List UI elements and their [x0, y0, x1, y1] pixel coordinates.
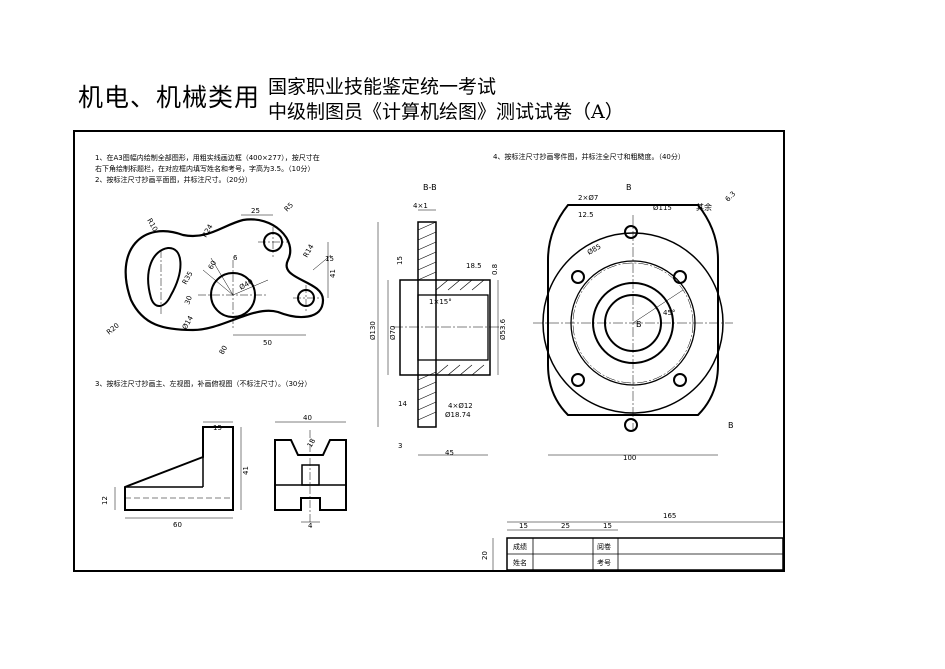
dim-phi115: Ø115	[653, 204, 672, 212]
dim-r20: R20	[105, 322, 121, 337]
question-2: 2、按标注尺寸抄画平面图，并标注尺寸。（20分）	[95, 175, 252, 184]
roughness-main: 6.3	[724, 190, 738, 204]
front-view	[114, 421, 242, 519]
dim-phi70: Ø70	[389, 326, 397, 340]
center-mark-b: B	[636, 320, 642, 329]
side-view	[274, 421, 347, 523]
dim-30: 30	[183, 295, 194, 306]
question-3: 3、按标注尺寸抄画主、左视图，补画俯视图（不标注尺寸）。（30分）	[95, 379, 311, 388]
holes-top-note: 2×Ø7	[578, 194, 598, 202]
section-mark-b-bottom: B	[728, 421, 734, 430]
tb-exam-no-label: 考号	[597, 559, 611, 567]
dim-18.5: 18.5	[466, 262, 482, 270]
plane-figure	[124, 214, 332, 336]
dim-h14: 14	[398, 400, 407, 408]
title-block	[492, 521, 784, 571]
tb-grader-label: 阅卷	[597, 542, 611, 551]
technical-drawing: 1、在A3图幅内绘制全部图形，用粗实线画边框（400×277），按尺寸在 右下角…	[95, 152, 784, 571]
tb-name-label: 姓名	[513, 558, 527, 567]
tb-width-1: 15	[519, 522, 528, 530]
dim-h15: 15	[396, 256, 404, 265]
question-4: 4、按标注尺寸抄画零件图，并标注全尺寸和粗糙度。（40分）	[493, 152, 685, 161]
dim-15: 15	[325, 255, 334, 263]
dim-r24: R24	[201, 223, 215, 239]
tb-score-label: 成绩	[513, 542, 527, 551]
exam-title-line1: 国家职业技能鉴定统一考试	[268, 76, 497, 98]
section-view	[377, 209, 503, 456]
dim-6: 6	[233, 254, 238, 262]
dim-80: 80	[218, 344, 229, 356]
section-mark-b-top: B	[626, 183, 632, 192]
dim-view-41: 41	[242, 466, 250, 475]
drawing-sheet-border	[73, 130, 785, 572]
dim-view-40: 40	[303, 414, 312, 422]
question-1-line2: 右下角绘制标题栏，在对应框内填写姓名和考号，字高为3.5。（10分）	[95, 164, 315, 173]
dim-view-4: 4	[308, 522, 313, 530]
dim-45deg: 45°	[663, 309, 675, 317]
section-title-bb: B-B	[423, 183, 437, 192]
dim-4x1: 4×1	[413, 202, 428, 210]
tb-width-2: 25	[561, 522, 570, 530]
dim-phi14: Ø14	[181, 314, 195, 331]
category-title: 机电、机械类用	[78, 83, 261, 112]
dim-phi53.6: Ø53.6	[499, 318, 507, 340]
dim-view-60: 60	[173, 521, 182, 529]
dim-0.8: 0.8	[491, 264, 499, 275]
spotface-note: Ø18.74	[445, 411, 471, 419]
dim-phi40: Ø40	[238, 278, 254, 292]
dim-chamfer: 1×15°	[429, 298, 452, 306]
flange-view	[533, 204, 733, 456]
dim-50: 50	[263, 339, 272, 347]
rest-surface-note: 其余	[696, 202, 712, 212]
dim-phi130: Ø130	[369, 321, 377, 340]
dim-r14: R14	[302, 243, 316, 259]
dim-25: 25	[251, 207, 260, 215]
tb-total-width: 165	[663, 512, 676, 520]
exam-title-line2: 中级制图员《计算机绘图》测试试卷（A）	[268, 101, 624, 123]
dim-100: 100	[623, 454, 636, 462]
dim-view-12: 12	[101, 496, 109, 505]
dim-41: 41	[329, 269, 337, 278]
dim-view-15: 15	[213, 424, 222, 432]
dim-view-18: 18	[306, 437, 317, 449]
roughness-local: 12.5	[578, 211, 594, 219]
hole-note: 4×Ø12	[448, 402, 473, 410]
question-1-line1: 1、在A3图幅内绘制全部图形，用粗实线画边框（400×277），按尺寸在	[95, 153, 320, 162]
tb-height: 20	[481, 551, 489, 560]
dim-3: 3	[398, 442, 402, 450]
dim-60: 60	[207, 259, 218, 271]
dim-45: 45	[445, 449, 454, 457]
dim-r35: R35	[181, 270, 195, 286]
dim-r5: R5	[283, 201, 295, 213]
tb-width-3: 15	[603, 522, 612, 530]
